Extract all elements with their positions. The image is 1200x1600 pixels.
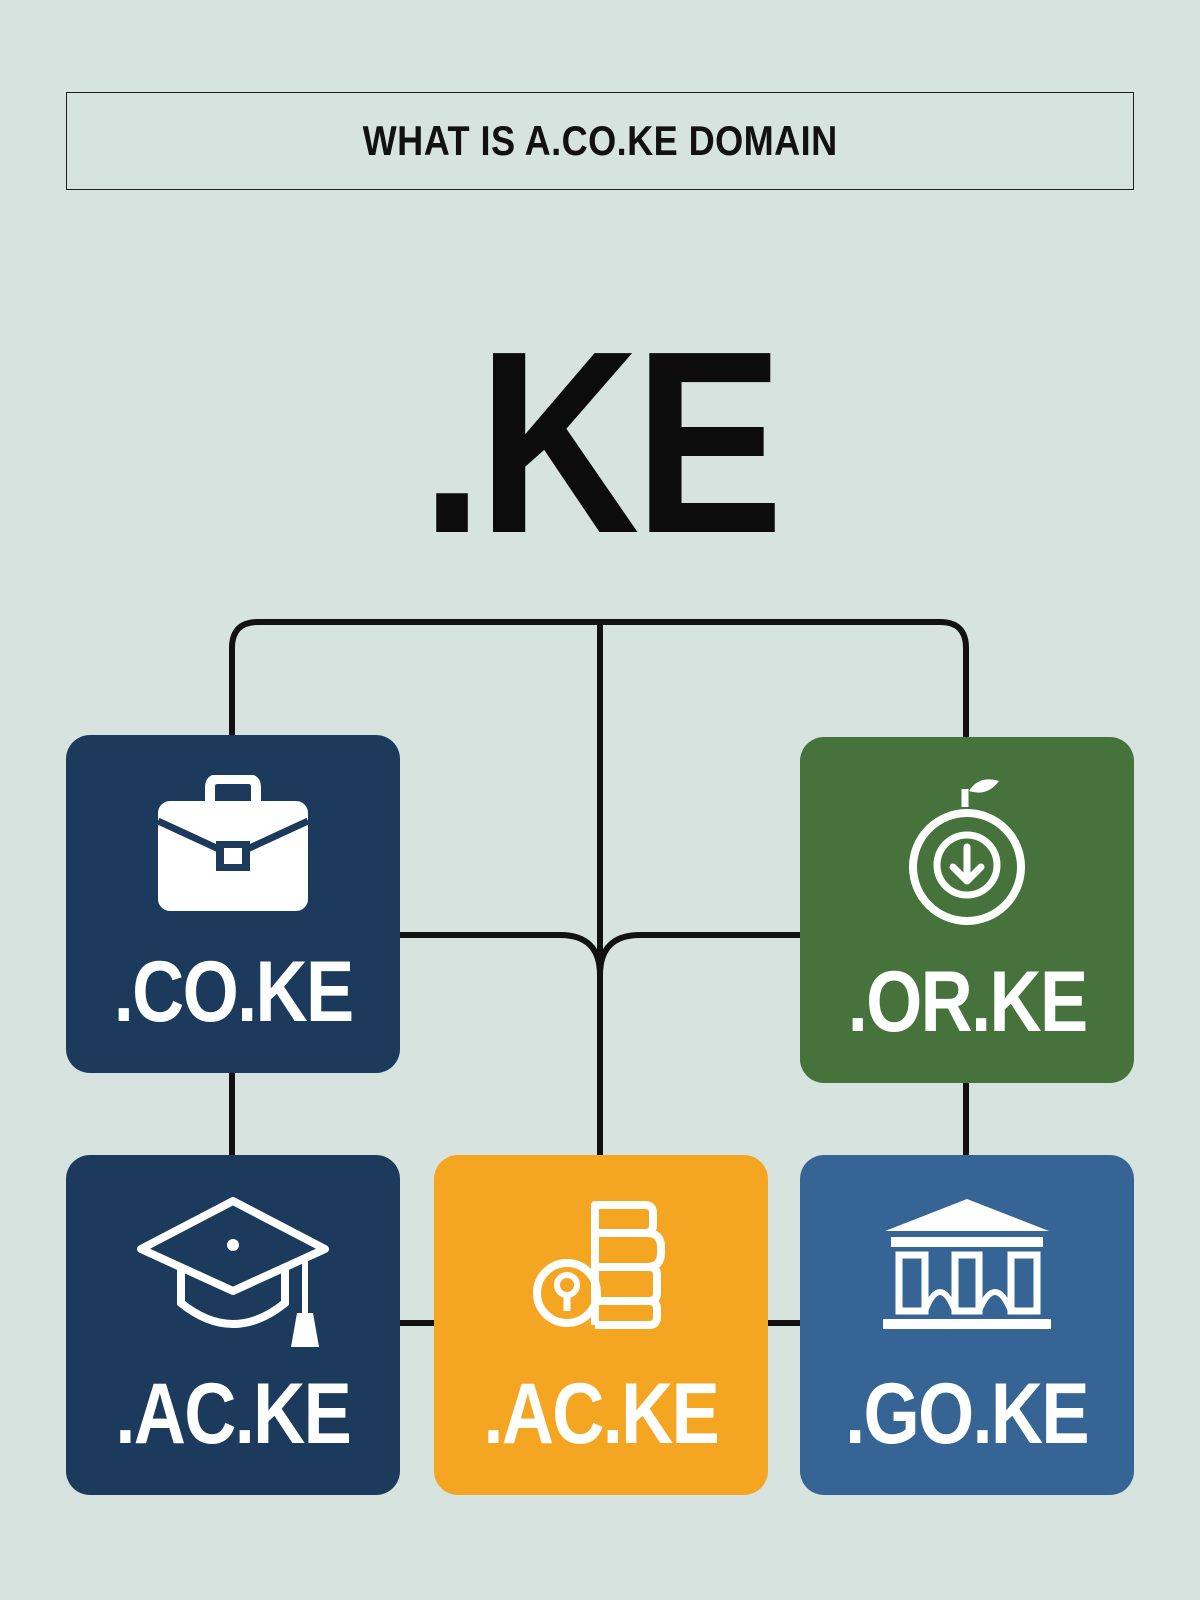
domain-card-or-ke: .OR.KE	[800, 737, 1134, 1083]
middle-branch-left-line	[395, 932, 603, 978]
domain-label-ac-ke-2: .AC.KE	[483, 1366, 720, 1462]
title-box: WHAT IS A.CO.KE DOMAIN	[66, 92, 1134, 190]
domain-label-or-ke: .OR.KE	[847, 954, 1088, 1050]
domain-card-go-ke: .GO.KE	[800, 1155, 1134, 1495]
root-domain-text: .KE	[421, 298, 783, 588]
timer-download-icon	[800, 777, 1134, 927]
domain-card-ac-ke-2: .AC.KE	[434, 1155, 768, 1495]
page-title: WHAT IS A.CO.KE DOMAIN	[362, 117, 838, 164]
domain-card-co-ke: .CO.KE	[66, 735, 400, 1073]
domain-label-go-ke: .GO.KE	[845, 1366, 1090, 1462]
domain-card-ac-ke-1: .AC.KE	[66, 1155, 400, 1495]
coins-icon	[434, 1195, 768, 1345]
briefcase-icon	[66, 775, 400, 925]
government-building-icon	[800, 1195, 1134, 1345]
domain-label-co-ke: .CO.KE	[113, 944, 354, 1040]
domain-label-ac-ke-1: .AC.KE	[115, 1366, 352, 1462]
middle-branch-right-line	[597, 932, 803, 978]
root-domain-label: .KE	[0, 298, 1200, 588]
graduation-cap-icon	[66, 1195, 400, 1347]
